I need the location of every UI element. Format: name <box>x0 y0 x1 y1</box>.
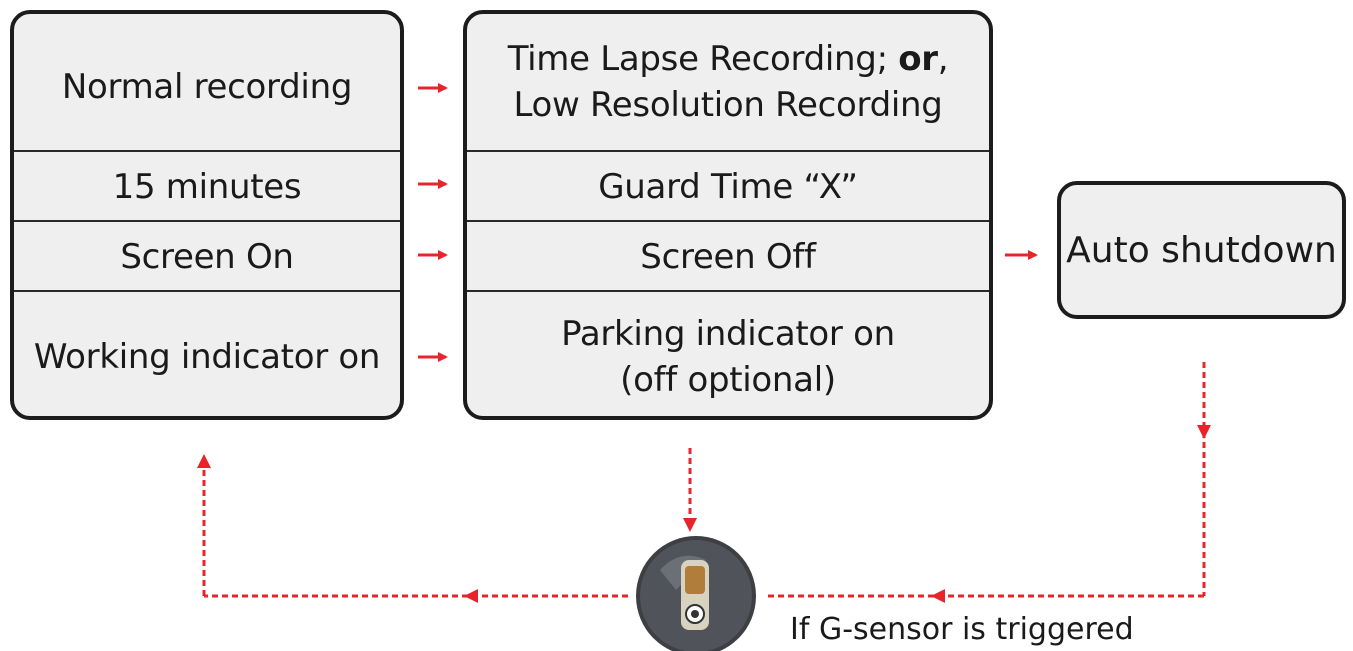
screen-on-row: Screen On <box>14 220 400 292</box>
screen-off-label: Screen Off <box>640 237 816 277</box>
duration-label: 15 minutes <box>112 167 302 207</box>
guard-time-label: Guard Time “X” <box>598 167 858 207</box>
auto-shutdown-label: Auto shutdown <box>1066 229 1337 271</box>
working-indicator-row: Working indicator on <box>14 290 400 416</box>
arrowhead-up-left <box>197 454 211 468</box>
working-indicator-label: Working indicator on <box>33 337 381 377</box>
screen-on-label: Screen On <box>120 237 294 277</box>
arrowhead-left-bottom <box>464 589 478 603</box>
parking-mode-box: Time Lapse Recording; or, Low Resolution… <box>463 10 993 420</box>
parking-indicator-line: Parking indicator on <box>561 314 895 354</box>
off-optional-line: (off optional) <box>620 360 836 400</box>
parking-indicator-row: Parking indicator on (off optional) <box>467 290 989 416</box>
arrowhead-down-middle <box>683 518 697 532</box>
duration-row: 15 minutes <box>14 150 400 222</box>
time-lapse-line: Time Lapse Recording; or, <box>507 39 949 79</box>
arrowhead-right-bottom <box>931 589 945 603</box>
g-sensor-icon <box>636 536 756 651</box>
normal-recording-row: Normal recording <box>14 14 400 160</box>
normal-mode-box: Normal recording 15 minutes Screen On Wo… <box>10 10 404 420</box>
recording-mode-row: Time Lapse Recording; or, Low Resolution… <box>467 14 989 150</box>
low-resolution-line: Low Resolution Recording <box>513 85 943 125</box>
auto-shutdown-box: Auto shutdown <box>1057 181 1346 319</box>
guard-time-row: Guard Time “X” <box>467 150 989 222</box>
arrowhead-down-right <box>1197 425 1211 439</box>
g-sensor-caption: If G-sensor is triggered <box>790 612 1134 647</box>
screen-off-row: Screen Off <box>467 220 989 292</box>
normal-recording-label: Normal recording <box>61 67 353 107</box>
